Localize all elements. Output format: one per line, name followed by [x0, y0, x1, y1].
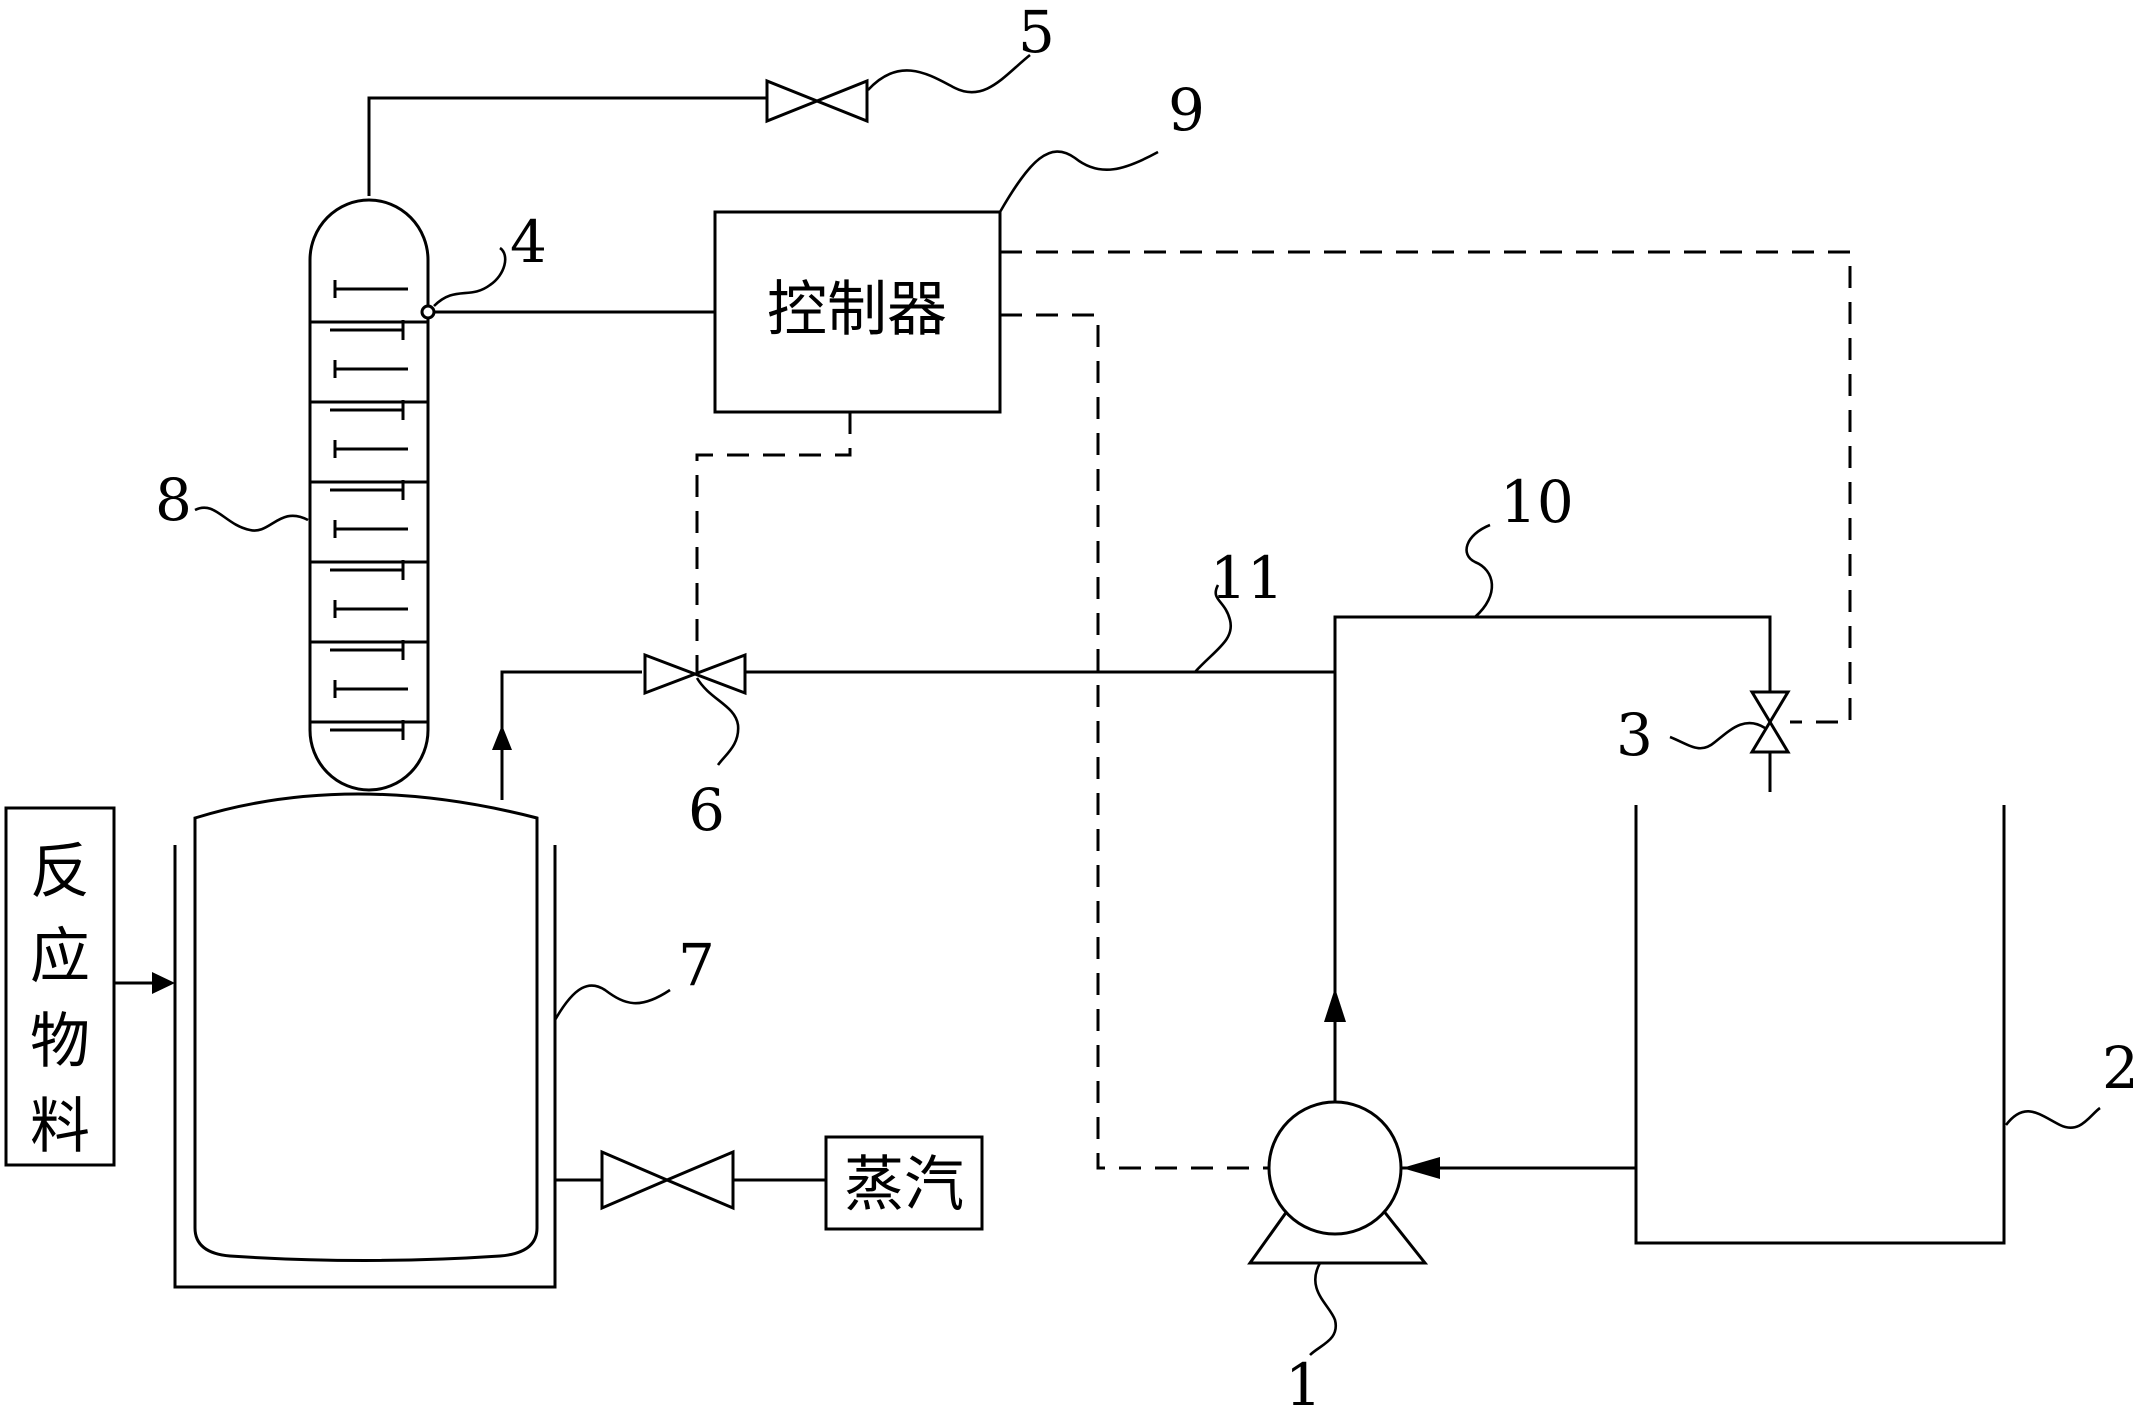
reactor-vapor-arrow	[492, 725, 512, 750]
label-4: 4	[510, 208, 547, 276]
leader-7	[555, 985, 670, 1020]
control-line-valve-3	[1000, 252, 1850, 722]
steam-box: 蒸汽	[826, 1137, 982, 1229]
leader-1	[1310, 1263, 1336, 1355]
pump-discharge-line	[1335, 617, 1770, 1102]
material-char-2: 应	[30, 922, 90, 992]
leader-10	[1467, 525, 1492, 617]
feed-arrow	[152, 972, 175, 994]
label-6: 6	[688, 776, 725, 844]
material-char-1: 反	[30, 837, 90, 907]
leader-5	[868, 55, 1030, 92]
pump-1[interactable]	[1250, 1102, 1425, 1263]
leader-6	[697, 678, 738, 765]
valve-5[interactable]	[767, 81, 867, 121]
label-10: 10	[1500, 468, 1574, 536]
sensor-4	[422, 306, 434, 318]
distillation-column	[310, 200, 428, 790]
label-8: 8	[155, 466, 192, 534]
vent-line	[369, 98, 868, 196]
label-3: 3	[1616, 701, 1653, 769]
steam-label: 蒸汽	[844, 1150, 964, 1220]
control-line-pump-1	[1000, 315, 1268, 1168]
reaction-materials-box: 反 应 物 料	[6, 808, 114, 1165]
leader-8	[195, 508, 308, 531]
label-9: 9	[1168, 76, 1205, 144]
leader-9	[1000, 152, 1158, 212]
reactor-vessel	[175, 794, 555, 1287]
label-11: 11	[1210, 544, 1284, 612]
label-5: 5	[1018, 0, 1055, 66]
material-char-3: 物	[30, 1007, 90, 1077]
steam-valve[interactable]	[602, 1152, 733, 1208]
valve-6[interactable]	[645, 655, 745, 693]
control-line-valve-6	[697, 412, 850, 672]
tank-2	[1636, 805, 2004, 1243]
reactor-vapor-line	[502, 672, 642, 800]
controller-box: 控制器	[715, 212, 1000, 412]
label-7: 7	[678, 931, 715, 999]
leader-4	[434, 248, 505, 306]
controller-label: 控制器	[767, 275, 947, 345]
pump-suction-arrow	[1402, 1157, 1440, 1179]
valve-3[interactable]	[1752, 692, 1788, 752]
leader-2	[2006, 1108, 2100, 1128]
label-2: 2	[2102, 1034, 2133, 1102]
leader-3	[1670, 723, 1765, 748]
material-char-4: 料	[30, 1092, 90, 1162]
label-1: 1	[1285, 1351, 1322, 1406]
pump-discharge-arrow	[1324, 988, 1346, 1022]
